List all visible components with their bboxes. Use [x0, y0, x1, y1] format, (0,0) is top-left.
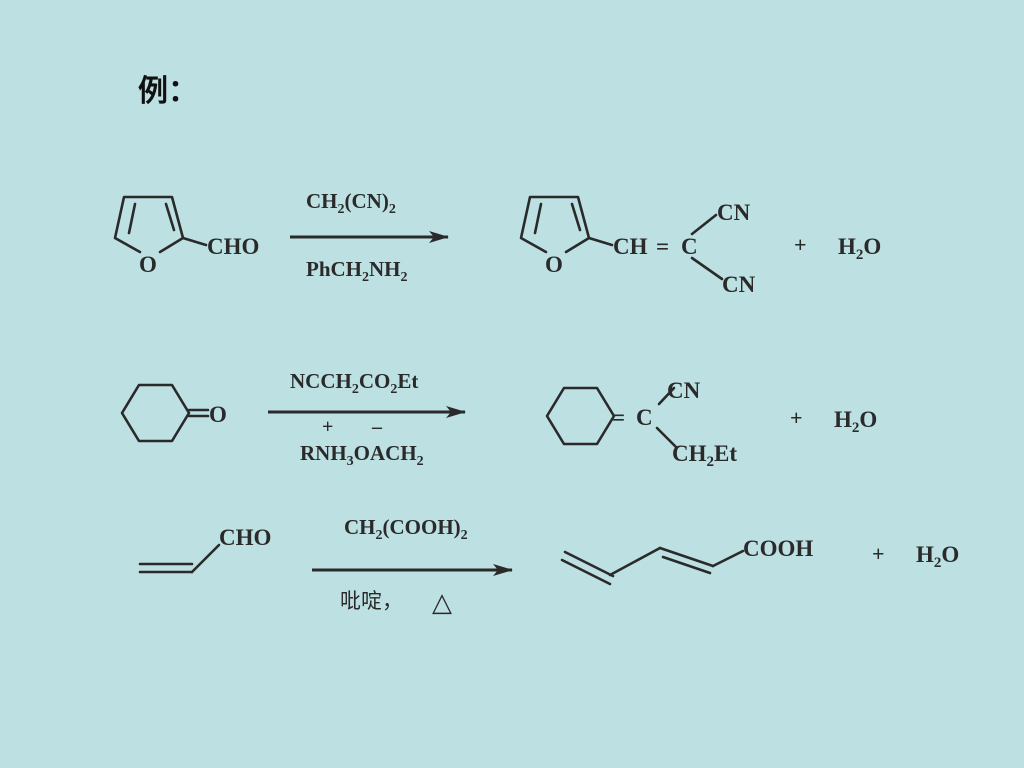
reaction-3: CHO CH2(COOH)2 吡啶， △ COOH + H2O [138, 515, 959, 618]
product-cn: CN [667, 378, 701, 403]
furan-ring [113, 195, 208, 254]
reagent-above: CH2(COOH)2 [344, 515, 468, 543]
cooh-label: COOH [743, 536, 813, 561]
water: H2O [834, 407, 877, 436]
heat-symbol: △ [432, 588, 452, 618]
plus-sign: + [872, 541, 885, 566]
product-cyclohexylidene [545, 386, 678, 449]
reagent-below: PhCH2NH2 [306, 257, 408, 285]
ketone-oxygen: O [209, 402, 227, 427]
charge-plus: + [322, 416, 333, 438]
product-ring-oxygen: O [545, 252, 563, 277]
water: H2O [916, 542, 959, 571]
example-title: 例： [138, 74, 198, 109]
reagent-above: CH2(CN)2 [306, 189, 396, 217]
plus-sign: + [790, 405, 803, 430]
double-bond: = [656, 234, 669, 259]
double-bond: = [612, 405, 625, 430]
product-c: C [681, 234, 698, 259]
cho-label: CHO [219, 525, 271, 550]
plus-sign: + [794, 232, 807, 257]
water: H2O [838, 234, 881, 263]
product-cn-top: CN [717, 200, 751, 225]
charge-minus: – [371, 416, 383, 438]
ring-oxygen-label: O [139, 252, 157, 277]
acrolein-skeleton [138, 543, 221, 574]
product-ch2et: CH2Et [672, 441, 737, 470]
reaction-1: O CHO CH2(CN)2 PhCH2NH2 O CH = C CN CN +… [113, 189, 881, 297]
product-pentadienoic-skeleton [560, 546, 745, 586]
reaction-2: O NCCH2CO2Et + – RNH3OACH2 = C CN CH2Et … [120, 369, 877, 470]
product-cn-bottom: CN [722, 272, 756, 297]
pyridine-label: 吡啶， [340, 589, 403, 613]
product-ch: CH [613, 234, 648, 259]
reagent-below: RNH3OACH2 [300, 441, 424, 469]
product-furan-ring [519, 195, 724, 281]
cho-label: CHO [207, 234, 259, 259]
product-c: C [636, 405, 653, 430]
cyclohexanone-ring [120, 383, 210, 443]
reagent-above: NCCH2CO2Et [290, 369, 418, 397]
